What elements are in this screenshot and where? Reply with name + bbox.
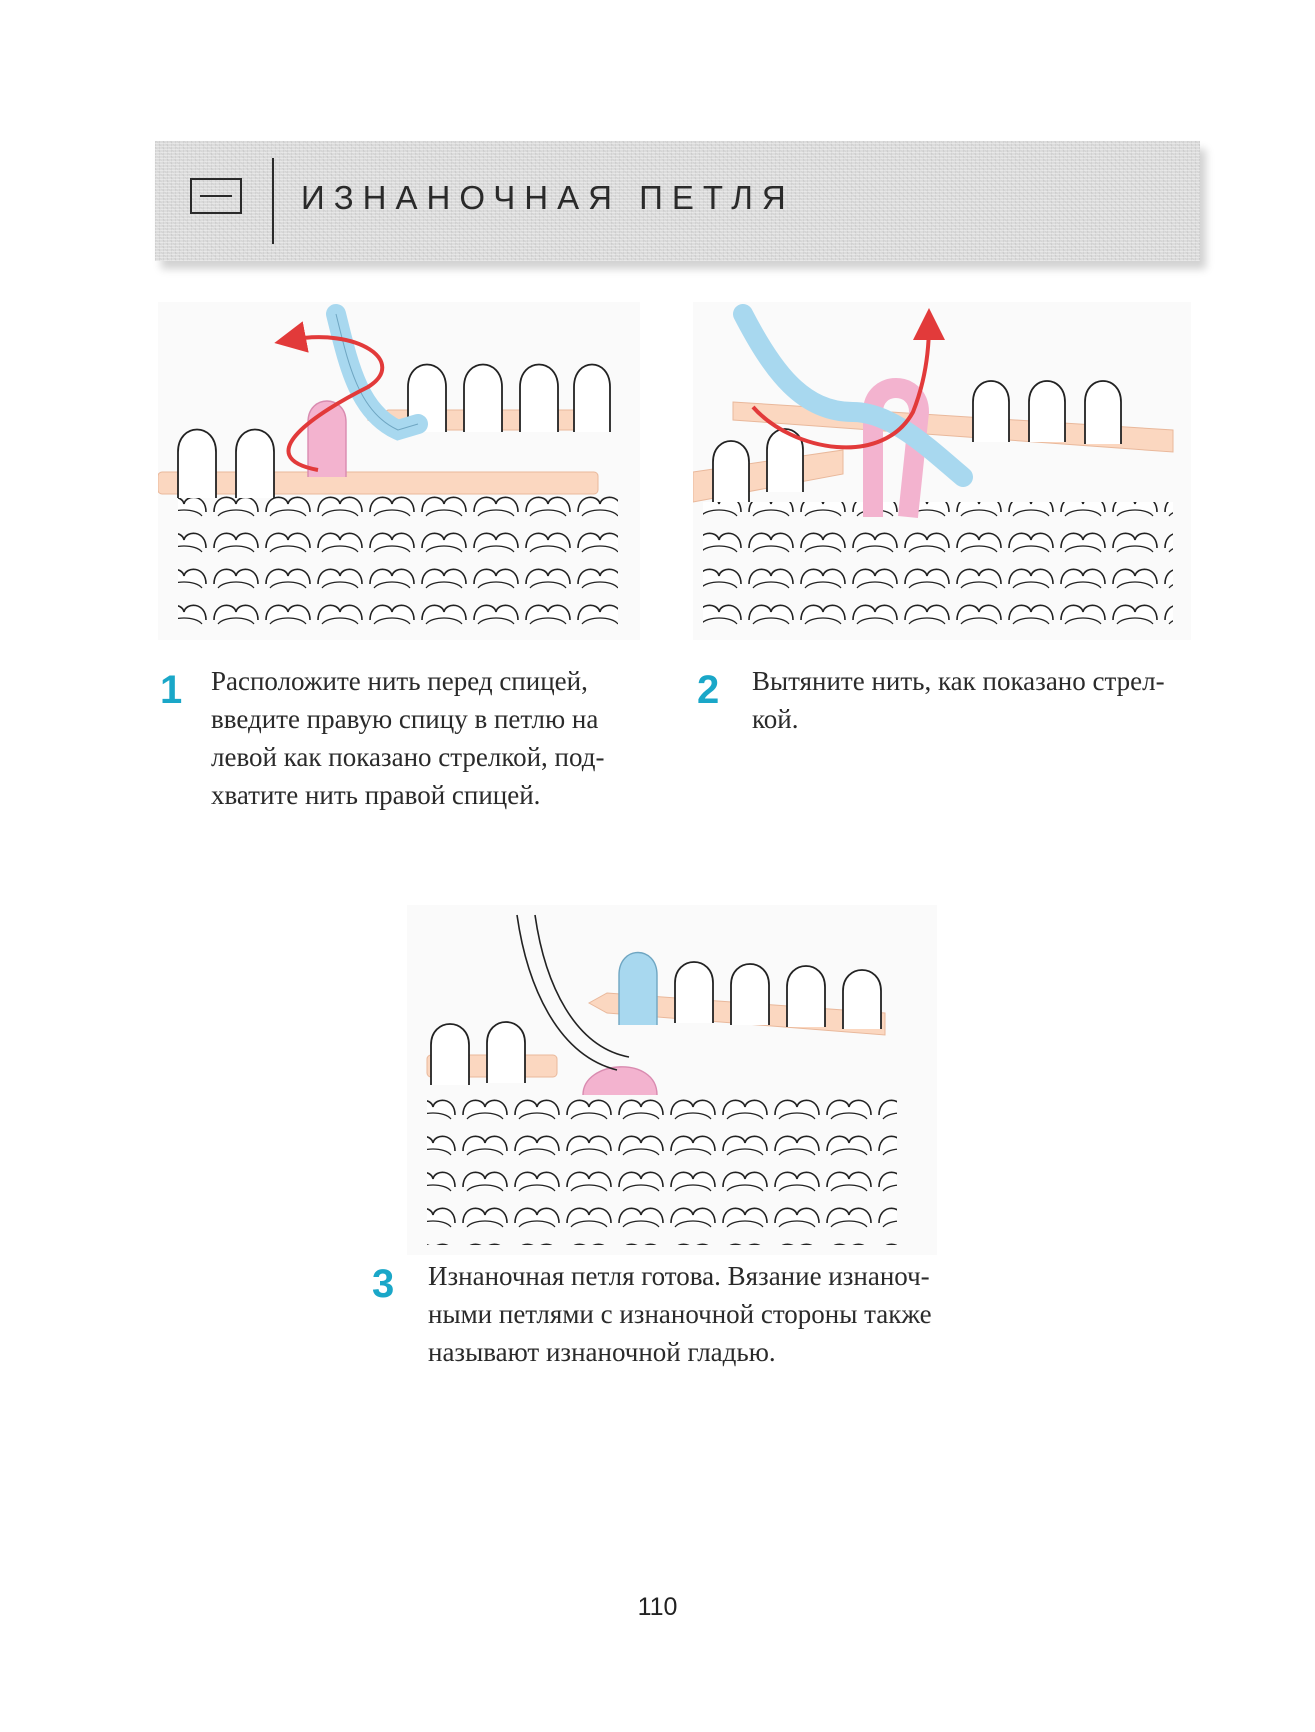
step-3-illustration	[407, 905, 937, 1255]
step-2-illustration	[693, 302, 1191, 640]
step-1-line: введите правую спицу в петлю на	[211, 704, 599, 734]
step-3-text: Изнаночная петля готова. Вязание изнаноч…	[428, 1257, 932, 1371]
page-number: 110	[637, 1593, 678, 1621]
step-2-number: 2	[697, 668, 720, 712]
step-3-number: 3	[372, 1262, 395, 1306]
step-2-line: кой.	[752, 704, 799, 734]
step-1-line: Расположите нить перед спицей,	[211, 666, 588, 696]
section-title: ИЗНАНОЧНАЯ ПЕТЛЯ	[301, 179, 795, 216]
step-3-line: Изнаночная петля готова. Вязание изнаноч…	[428, 1261, 930, 1291]
step-1-illustration	[158, 302, 640, 640]
step-2-line: Вытяните нить, как показано стрел-	[752, 666, 1165, 696]
header-divider	[272, 158, 274, 244]
purl-symbol-icon	[190, 178, 242, 214]
step-3-line: называют изнаночной гладью.	[428, 1337, 776, 1367]
step-1-line: левой как показано стрелкой, под-	[211, 742, 605, 772]
step-1-line: хватите нить правой спицей.	[211, 780, 541, 810]
step-1-text: Расположите нить перед спицей, введите п…	[211, 662, 604, 814]
step-1-number: 1	[160, 668, 183, 712]
section-header-banner: ИЗНАНОЧНАЯ ПЕТЛЯ	[155, 141, 1200, 261]
step-3-line: ными петлями с изнаночной стороны также	[428, 1299, 932, 1329]
step-2-text: Вытяните нить, как показано стрел- кой.	[752, 662, 1165, 738]
